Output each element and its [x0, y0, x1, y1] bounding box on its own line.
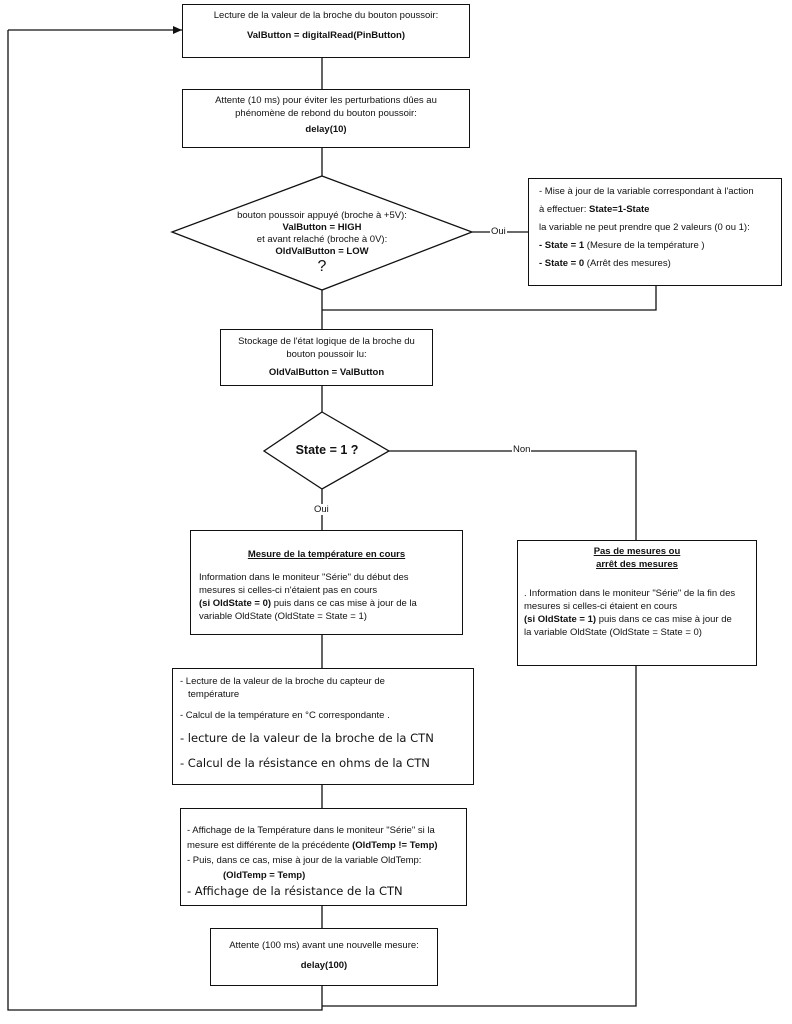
- nomeasure-line-2: mesures si celles-ci étaient en cours: [524, 601, 678, 612]
- store-state-box: Stockage de l'état logique de la broche …: [220, 329, 433, 386]
- connector-diamond2-nomeasure: [389, 450, 637, 540]
- nomeasure-line-3-code: (si OldState = 1): [524, 614, 597, 625]
- read-button-text: Lecture de la valeur de la broche du bou…: [213, 10, 439, 21]
- update-line-3: la variable ne peut prendre que 2 valeur…: [539, 222, 750, 233]
- read-sensor-box: - Lecture de la valeur de la broche du c…: [172, 668, 474, 785]
- display-temp-box: - Affichage de la Température dans le mo…: [180, 808, 467, 906]
- display-line-2-prefix: mesure est différente de la précédente: [187, 840, 353, 851]
- update-line-4-rest: (Mesure de la température ): [584, 240, 705, 251]
- debounce-text-2: phénomène de rebond du bouton poussoir:: [235, 108, 417, 119]
- connector-update-return: [322, 286, 657, 311]
- nomeasure-line-4: la variable OldState (OldState = State =…: [524, 627, 702, 638]
- wait-code: delay(100): [300, 960, 348, 971]
- measure-line-1: Information dans le moniteur "Série" du …: [199, 572, 409, 583]
- update-line-2-code: State=1-State: [589, 204, 650, 215]
- nomeasure-line-1: . Information dans le moniteur "Série" d…: [524, 588, 736, 599]
- connector-wait-loop: [7, 30, 323, 1011]
- store-line-2: bouton poussoir lu:: [286, 349, 367, 360]
- display-line-5: - Affichage de la résistance de la CTN: [187, 884, 403, 898]
- nomeasure-line-3: (si OldState = 1) puis dans ce cas mise …: [524, 613, 756, 626]
- nomeasure-line-3-rest: puis dans ce cas mise à jour de: [596, 614, 732, 625]
- update-line-5-code: - State = 0: [539, 258, 585, 269]
- read-button-box: Lecture de la valeur de la broche du bou…: [182, 4, 470, 58]
- read-line-4: - lecture de la valeur de la broche de l…: [180, 731, 434, 745]
- decision-button-line-2: ValButton = HIGH: [282, 222, 362, 233]
- no-label: Non: [512, 444, 532, 455]
- update-line-5: - State = 0 (Arrêt des mesures): [539, 255, 781, 273]
- measure-line-3: (si OldState = 0) puis dans ce cas mise …: [199, 597, 462, 610]
- debounce-code: delay(10): [305, 124, 347, 135]
- wait-box: Attente (100 ms) avant une nouvelle mesu…: [210, 928, 438, 986]
- nomeasure-title-1: Pas de mesures ou: [524, 545, 750, 558]
- update-line-1: - Mise à jour de la variable corresponda…: [539, 186, 754, 197]
- decision-button-line-3: et avant relaché (broche à 0V):: [256, 234, 388, 245]
- store-line-1: Stockage de l'état logique de la broche …: [238, 336, 415, 347]
- wait-text: Attente (100 ms) avant une nouvelle mesu…: [229, 940, 419, 951]
- measure-line-2: mesures si celles-ci n'étaient pas en co…: [199, 585, 378, 596]
- read-line-3: - Calcul de la température en °C corresp…: [180, 710, 390, 721]
- nomeasure-title-1-text: Pas de mesures ou: [593, 546, 681, 557]
- update-state-box: - Mise à jour de la variable corresponda…: [528, 178, 782, 286]
- measure-title: Mesure de la température en cours: [199, 548, 454, 561]
- connector-nomeasure-return: [322, 666, 637, 1007]
- read-line-1: - Lecture de la valeur de la broche du c…: [180, 676, 385, 687]
- nomeasure-title-2: arrêt des mesures: [524, 558, 750, 571]
- store-code: OldValButton = ValButton: [268, 367, 385, 378]
- measure-running-box: Mesure de la température en cours Inform…: [190, 530, 463, 635]
- update-line-5-rest: (Arrêt des mesures): [584, 258, 671, 269]
- debounce-box: Attente (10 ms) pour éviter les perturba…: [182, 89, 470, 148]
- read-line-5: - Calcul de la résistance en ohms de la …: [180, 756, 430, 770]
- decision-button-question: ?: [317, 258, 327, 275]
- decision-diamond-button: [170, 175, 474, 291]
- debounce-text-1: Attente (10 ms) pour éviter les perturba…: [215, 95, 437, 106]
- no-measure-box: Pas de mesures ou arrêt des mesures . In…: [517, 540, 757, 666]
- decision-diamond-state: [262, 411, 391, 490]
- update-line-4: - State = 1 (Mesure de la température ): [539, 237, 781, 255]
- display-line-1: - Affichage de la Température dans le mo…: [187, 825, 435, 836]
- measure-line-3-code: (si OldState = 0): [199, 598, 272, 609]
- decision-button-line-1: bouton poussoir appuyé (broche à +5V):: [237, 210, 407, 221]
- decision-button-text: bouton poussoir appuyé (broche à +5V): V…: [212, 210, 432, 276]
- measure-line-4: variable OldState (OldState = State = 1): [199, 611, 367, 622]
- display-line-3: - Puis, dans ce cas, mise à jour de la v…: [187, 855, 422, 866]
- read-line-2: température: [188, 689, 240, 700]
- measure-title-text: Mesure de la température en cours: [247, 549, 406, 560]
- yes-label-state: Oui: [313, 504, 330, 515]
- decision-button-line-4: OldValButton = LOW: [275, 246, 369, 257]
- decision-state-text: State = 1 ?: [295, 443, 359, 457]
- nomeasure-title-2-text: arrêt des mesures: [596, 559, 678, 570]
- read-button-code: ValButton = digitalRead(PinButton): [246, 30, 406, 41]
- display-line-2-code: (OldTemp != Temp): [352, 840, 438, 851]
- display-line-4: (OldTemp = Temp): [223, 870, 306, 881]
- yes-label-button: Oui: [490, 226, 507, 237]
- update-line-2-prefix: à effectuer:: [539, 204, 589, 215]
- update-line-4-code: - State = 1: [539, 240, 585, 251]
- display-line-2: mesure est différente de la précédente (…: [187, 838, 466, 853]
- measure-line-3-rest: puis dans ce cas mise à jour de la: [271, 598, 417, 609]
- update-line-2: à effectuer: State=1-State: [539, 201, 781, 219]
